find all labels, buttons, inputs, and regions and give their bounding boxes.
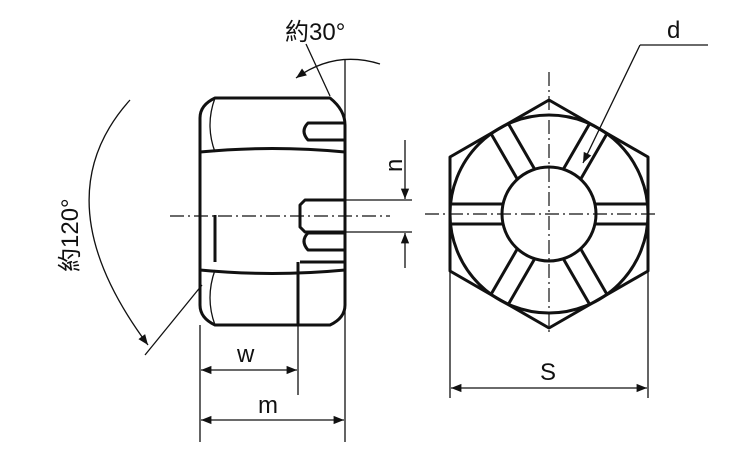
side-dimensions: w m n 約30° 約120° xyxy=(57,19,412,442)
front-view xyxy=(425,72,658,335)
slot-edge xyxy=(489,132,519,180)
hexagon-outline xyxy=(448,98,650,330)
slot-edge xyxy=(562,122,591,170)
radial-slots xyxy=(450,122,648,306)
slot-edge xyxy=(562,258,591,306)
dim-s-label: S xyxy=(540,359,556,386)
slot-edge xyxy=(507,258,536,306)
slot-lower xyxy=(302,231,345,252)
angle-120-label: 約120° xyxy=(57,198,84,272)
side-view xyxy=(170,96,390,327)
dim-n-label: n xyxy=(381,159,408,172)
front-dimensions: S d xyxy=(449,17,708,398)
dim-w-label: w xyxy=(236,341,255,368)
slot-edge xyxy=(489,248,519,296)
side-outline xyxy=(198,96,347,327)
side-face-line-lower xyxy=(199,268,346,275)
angle-30-label: 約30° xyxy=(285,19,345,46)
slot-edge xyxy=(507,122,536,170)
side-face-line-upper xyxy=(199,147,346,154)
slot-edge xyxy=(579,248,609,296)
dim-m-label: m xyxy=(258,392,278,419)
slot-edge xyxy=(579,132,609,180)
slot-upper xyxy=(302,121,345,142)
dim-d-label: d xyxy=(667,17,680,44)
